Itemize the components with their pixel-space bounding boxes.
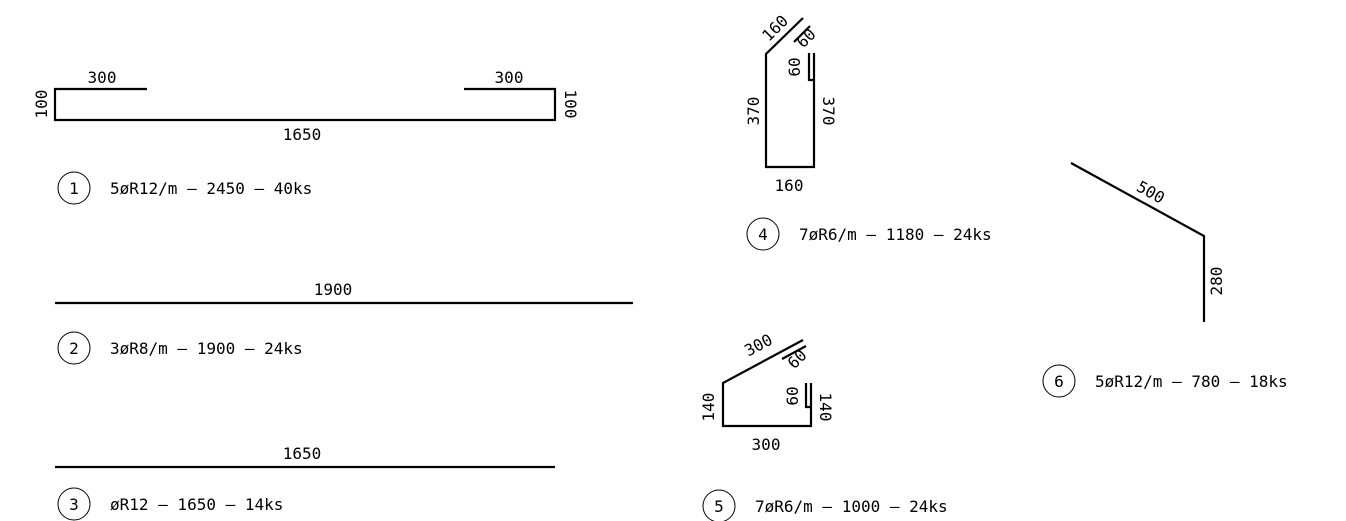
shape-4-dim-diag: 160 [758,11,792,45]
shape-1-number: 1 [69,179,79,198]
shape-5-dim-hook: 60 [784,346,811,373]
shape-4-spec: 7øR6/m – 1180 – 24ks [799,225,992,244]
shape-5-dim-left: 140 [699,393,718,422]
shape-1-dim-bottom: 1650 [283,125,322,144]
shape-5-dim-bottom: 300 [752,435,781,454]
shape-1-spec: 5øR12/m – 2450 – 40ks [110,179,312,198]
shape-4-marker [746,217,780,251]
shape-5-number: 5 [714,497,724,516]
shape-3-marker [57,487,91,521]
shape-2-number: 2 [69,339,79,358]
shape-1-dim-right-side: 100 [561,90,580,119]
shape-3-spec: øR12 – 1650 – 14ks [110,495,283,514]
shape-4-number: 4 [758,225,768,244]
shape-2-spec: 3øR8/m – 1900 – 24ks [110,339,303,358]
shape-6-spec: 5øR12/m – 780 – 18ks [1095,372,1288,391]
shape-5-dim-right: 140 [816,393,835,422]
shape-6-dim-vertical: 280 [1207,267,1226,296]
shape-1-dim-left-side: 100 [32,90,51,119]
shape-1-bar [53,87,557,122]
shape-3-dim-length: 1650 [283,444,322,463]
shape-1: 300 300 100 100 1650 1 5øR12/m – 2450 – … [32,68,580,205]
shape-3: 1650 3 øR12 – 1650 – 14ks [55,444,555,521]
shape-5-marker [702,489,736,521]
shape-5-dim-hook-leg: 60 [783,386,802,405]
shape-6-number: 6 [1054,372,1064,391]
shape-4-dim-bottom: 160 [775,176,804,195]
shape-2: 1900 2 3øR8/m – 1900 – 24ks [55,280,633,365]
shape-5-bar [721,339,813,428]
shape-4-dim-hook: 60 [793,25,820,52]
shape-4-dim-hook-leg: 60 [785,57,804,76]
shape-6: 500 280 6 5øR12/m – 780 – 18ks [1042,162,1288,398]
shape-6-dim-diag: 500 [1133,177,1167,208]
shape-5: 300 60 60 140 140 300 5 7øR6/m – 1000 – … [699,330,948,521]
shape-1-marker [57,171,91,205]
shape-4-dim-left: 370 [744,97,763,126]
shape-5-hook [781,345,811,409]
shape-6-marker [1042,364,1076,398]
shape-4-bar [764,17,816,169]
shape-4: 160 60 60 370 370 160 4 7øR6/m – 1180 – … [744,11,992,251]
shape-4-hook [793,25,814,82]
shape-5-spec: 7øR6/m – 1000 – 24ks [755,497,948,516]
shape-4-dim-right: 370 [819,97,838,126]
shape-6-bar [1070,162,1206,322]
shape-2-marker [57,331,91,365]
shape-1-dim-left-top: 300 [88,68,117,87]
shape-3-number: 3 [69,495,79,514]
shape-2-dim-length: 1900 [314,280,353,299]
shape-1-dim-right-top: 300 [495,68,524,87]
shape-5-dim-diag: 300 [741,330,775,360]
